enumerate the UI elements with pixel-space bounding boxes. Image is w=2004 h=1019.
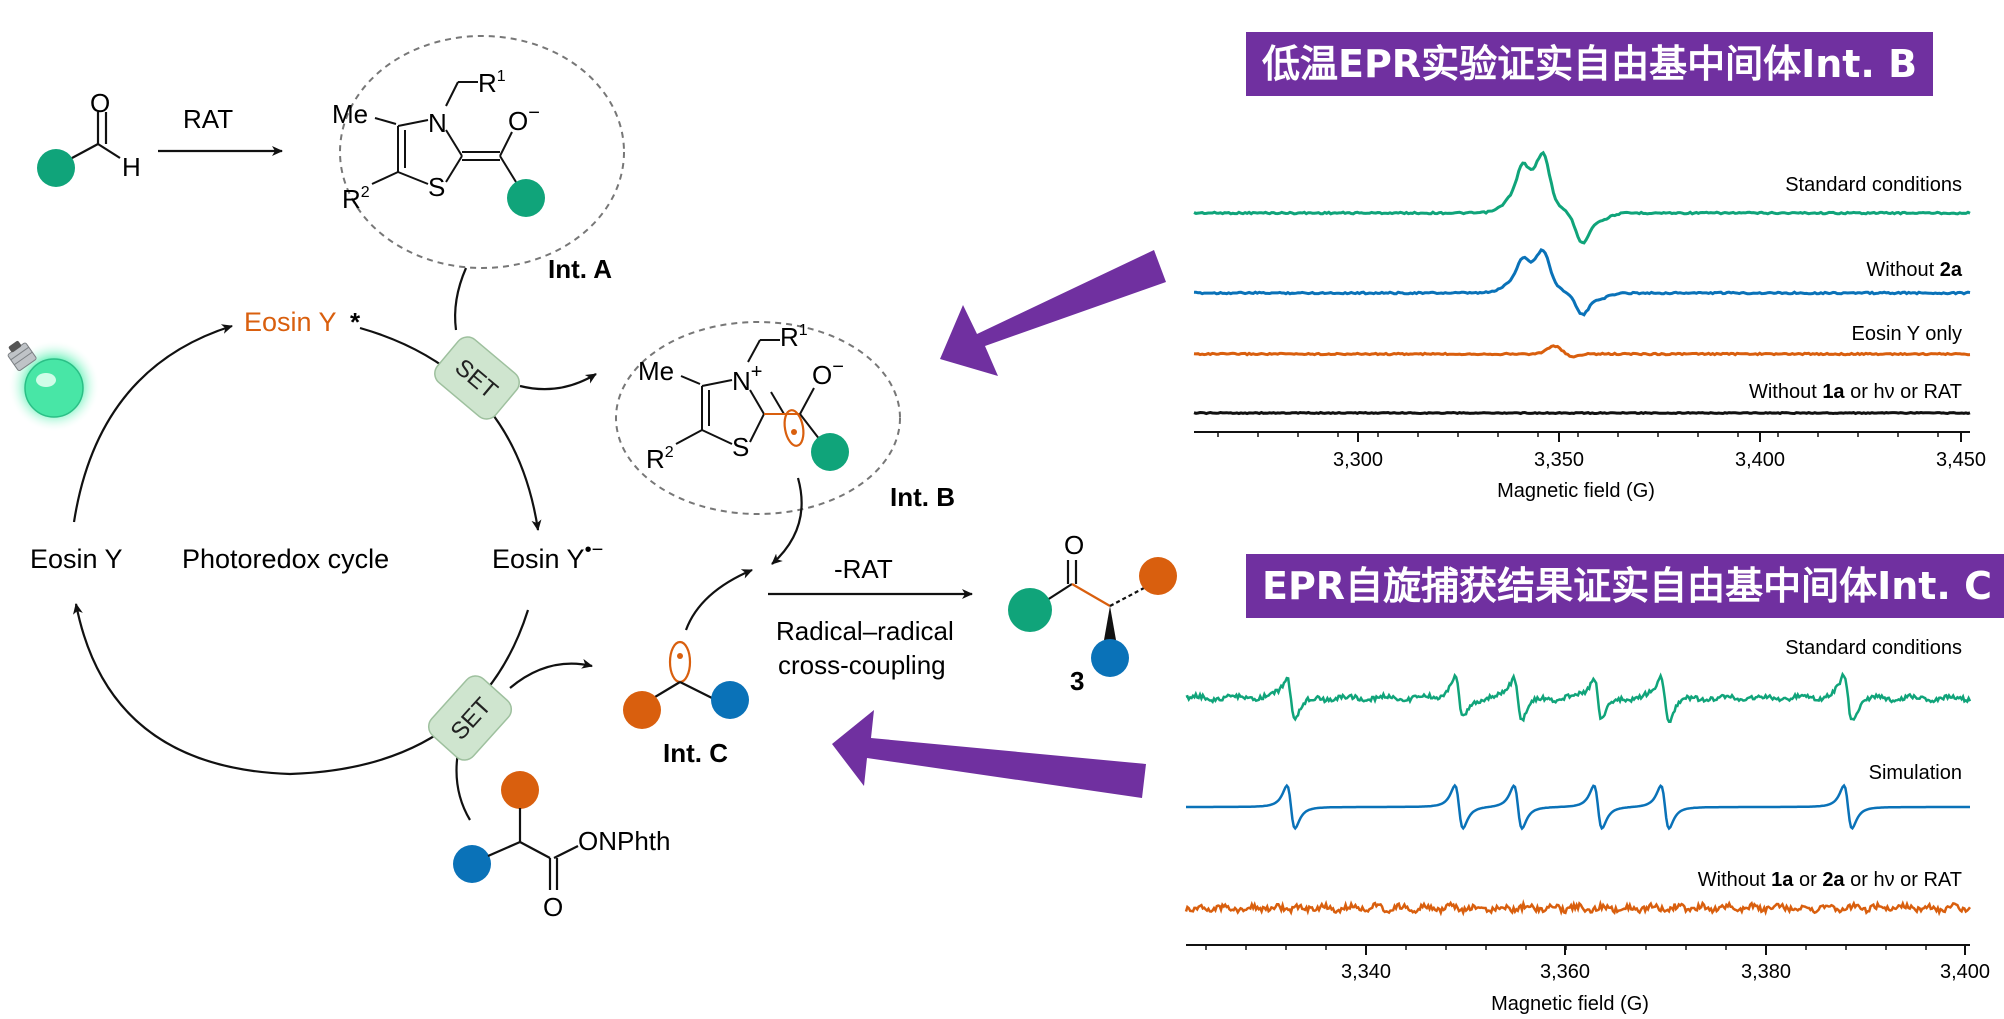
int-c-radical-orbital [668,640,692,684]
set-badge-bottom: SET [427,675,513,761]
eosin-y-radical-anion: Eosin Y [492,544,585,574]
svg-text:Eosin Y•−: Eosin Y•− [492,539,603,574]
svg-text:R2: R2 [646,444,674,474]
aldehyde-hydrogen: H [122,152,141,182]
int-b-to-coupling-arrow [771,477,803,565]
epr-top-tick-label: 3,300 [1333,449,1383,471]
epr-bottom-x-label: Magnetic field (G) [1491,993,1649,1015]
svg-text:R2: R2 [342,184,370,214]
int-b-dashed-circle [615,321,901,515]
panel-top-title: 低温EPR实验证实自由基中间体Int. B [1246,32,1934,96]
svg-text:O−: O− [812,356,844,390]
int-a-label: Int. A [548,254,612,284]
product-3-label: 3 [1070,666,1084,696]
ester-orange-ball [501,771,539,809]
int-a-sulfur: S [428,172,445,202]
epr-bottom-tick-label: 3,360 [1540,961,1590,983]
int-c-to-coupling-arrow [684,568,753,631]
epr-top-trace-label-2: Without 2a [1866,259,1962,281]
epr-top-trace-label-4: Without 1a or hν or RAT [1749,381,1962,403]
int-b-oxygen: O [812,360,832,390]
product-orange-ball [1139,557,1177,595]
set-badge-top: SET [434,336,520,420]
svg-text:N+: N+ [732,361,762,396]
cycle-arrow-to-excited [72,324,233,523]
int-c-structure [623,640,749,729]
int-a-to-set-line [454,267,468,331]
int-a-nitrogen: N [428,108,447,138]
light-bulb-icon [7,340,100,432]
int-b-r2: R [646,444,665,474]
epr-top-trace-4 [1193,410,1971,416]
epr-bottom-tick-label: 3,340 [1341,961,1391,983]
int-c-blue-ball [711,681,749,719]
int-a-structure: Me N R1 R2 S O− [332,68,545,217]
coupling-label-line1: Radical–radical [776,616,954,646]
rat-arrow-label: RAT [183,104,233,134]
int-b-structure: Me N+ R1 R2 S O− [638,322,849,474]
eosin-y-excited-star: * [350,307,361,337]
set-to-int-c-arrow [509,658,593,689]
int-c-orange-ball [623,691,661,729]
coupling-label-line2: cross-coupling [778,650,946,680]
purple-arrow-to-int-b [940,250,1166,376]
int-a-dashed-circle [339,35,625,269]
int-b-nitrogen: N [732,366,751,396]
green-substituent-ball [37,149,75,187]
ester-carbonyl-oxygen: O [543,892,563,922]
svg-text:R1: R1 [478,68,506,98]
svg-text:R1: R1 [780,322,808,352]
int-b-r1: R [780,322,799,352]
svg-text:O−: O− [508,102,540,136]
epr-bottom-trace-1 [1185,671,1972,723]
epr-top-trace-2 [1193,248,1971,317]
epr-bottom-trace-label-2: Simulation [1869,762,1962,784]
int-a-green-ball [507,179,545,217]
purple-arrow-to-int-c [832,710,1146,798]
set-to-int-b-arrow [519,373,597,391]
product-green-ball [1008,588,1052,632]
epr-bottom-trace-3 [1184,898,1972,917]
int-c-label: Int. C [663,738,728,768]
int-b-radical-orbital [783,409,805,447]
int-b-methyl: Me [638,356,674,386]
int-b-sulfur: S [732,432,749,462]
epr-bottom-trace-label-3: Without 1a or 2a or hν or RAT [1698,869,1962,891]
int-a-r2: R [342,184,361,214]
epr-top-trace-3 [1193,344,1971,359]
aldehyde-structure: O H [37,88,141,187]
epr-bottom-tick-label: 3,380 [1741,961,1791,983]
eosin-y-ground: Eosin Y [30,544,123,574]
panel-bottom-title: EPR自旋捕获结果证实自由基中间体Int. C [1246,554,2004,618]
ester-blue-ball [453,845,491,883]
int-a-methyl: Me [332,99,368,129]
aldehyde-oxygen: O [90,88,110,118]
epr-top-tick-label: 3,450 [1936,449,1986,471]
int-a-r1: R [478,68,497,98]
epr-top-tick-label: 3,400 [1735,449,1785,471]
epr-bottom-tick-label: 3,400 [1940,961,1990,983]
minus-rat-label: -RAT [834,554,893,584]
nhpi-ester-structure: ONPhth O [453,771,671,922]
product-3-structure: O [1008,530,1177,677]
int-b-green-ball [811,433,849,471]
epr-top-trace-label-1: Standard conditions [1785,174,1962,196]
int-a-oxygen: O [508,106,528,136]
ester-onphth-label: ONPhth [578,826,671,856]
epr-bottom-trace-2 [1186,783,1970,831]
epr-top-trace-1 [1193,150,1971,245]
epr-top-trace-label-3: Eosin Y only [1852,323,1962,345]
product-carbonyl-oxygen: O [1064,530,1084,560]
int-b-label: Int. B [890,482,955,512]
epr-top-x-label: Magnetic field (G) [1497,480,1655,502]
photoredox-cycle-label: Photoredox cycle [182,544,389,574]
epr-top-tick-label: 3,350 [1534,449,1584,471]
ester-to-set-line [455,751,471,821]
eosin-y-excited: Eosin Y [244,307,337,337]
product-blue-ball [1091,639,1129,677]
epr-bottom-trace-label-1: Standard conditions [1785,637,1962,659]
